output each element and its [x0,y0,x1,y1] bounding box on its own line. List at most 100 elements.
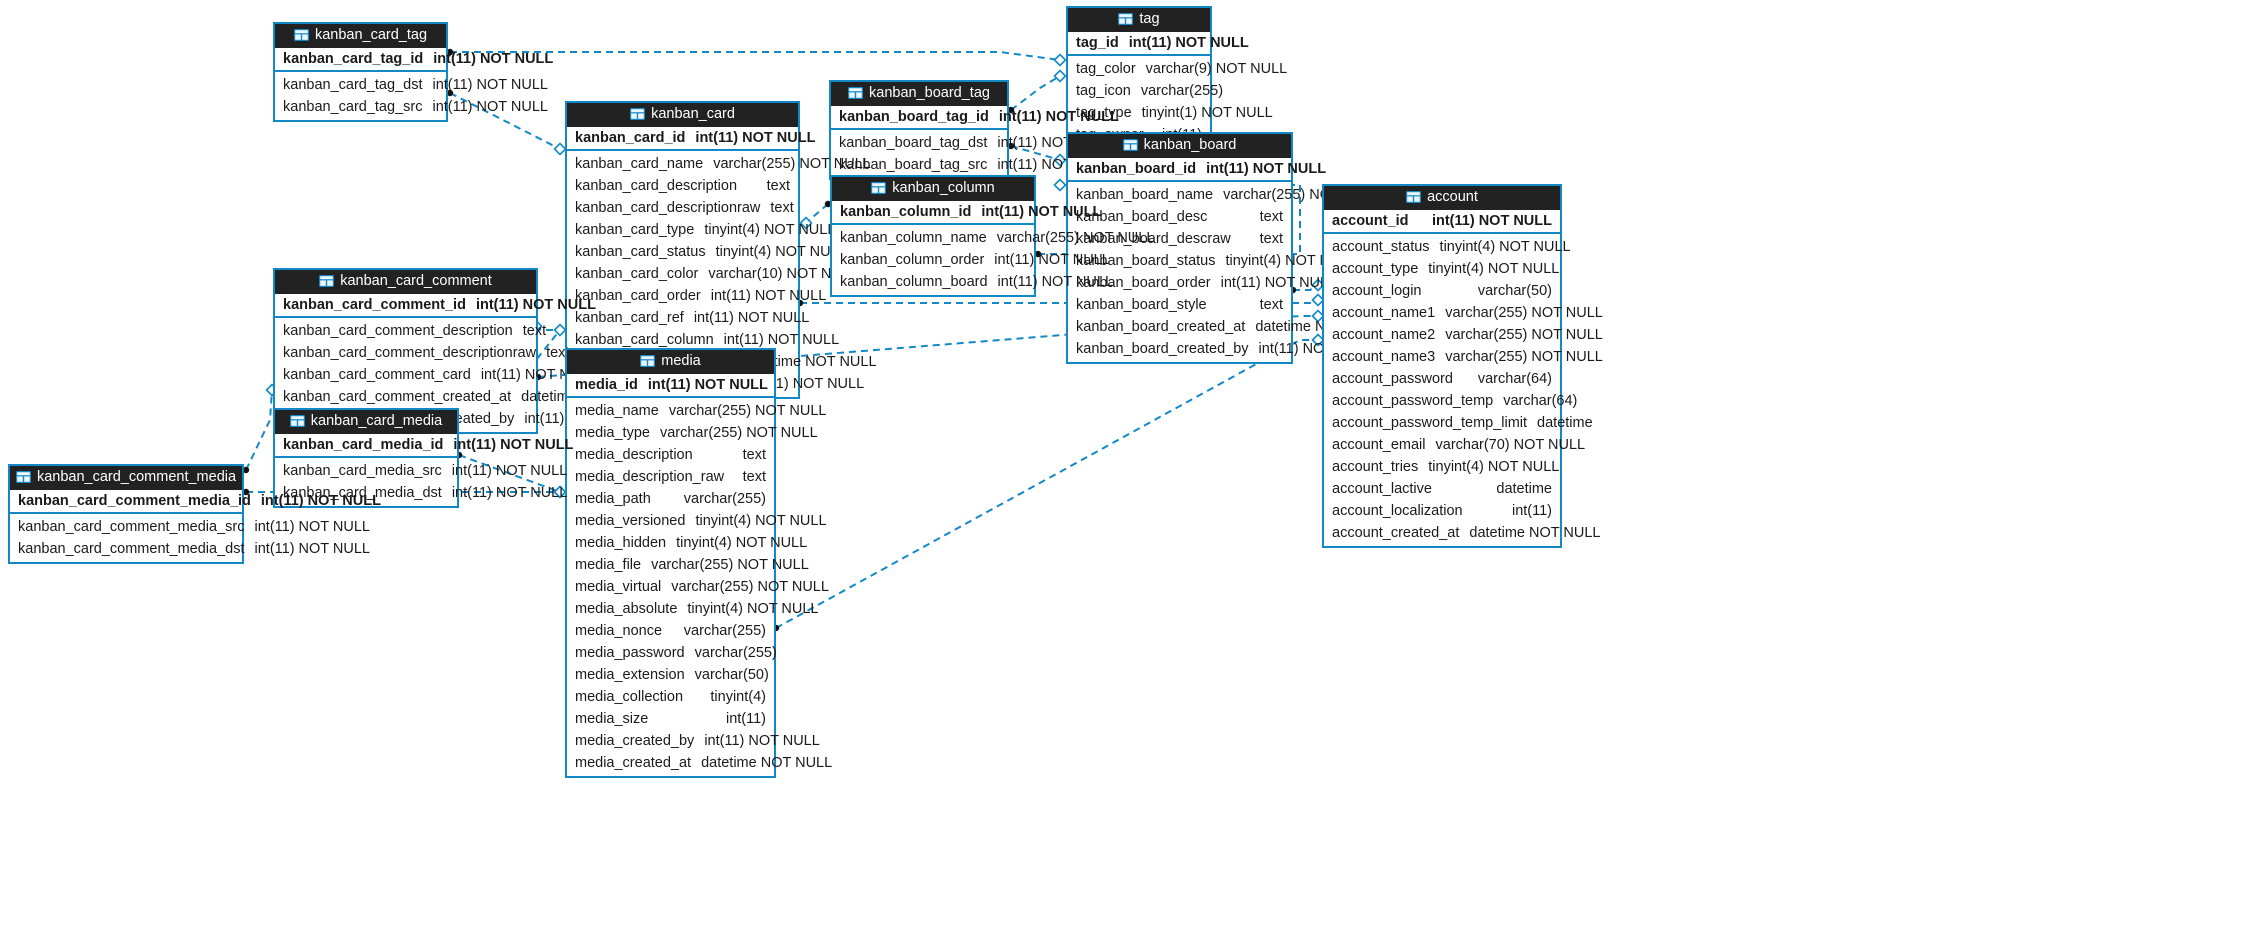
column-type: varchar(9) NOT NULL [1145,60,1288,77]
table-icon [1406,191,1422,204]
column-name: kanban_board_tag_dst [839,134,988,151]
column-name: kanban_board_name [1076,186,1214,203]
column-type: int(11) NOT NULL [1431,212,1552,229]
column-name: media_description [575,446,693,463]
column-type: int(11) NOT NULL [704,732,820,749]
column-type: varchar(64) [1503,392,1578,409]
relationship-line [245,389,273,471]
relationship-target-diamond [553,323,567,337]
column-type: text [742,446,766,463]
column-type: int(11) NOT NULL [997,273,1114,290]
column-type: int(11) NOT NULL [432,98,548,115]
column-name: media_id [575,376,638,393]
column-name: media_extension [575,666,685,683]
entity-header-media: media [567,350,774,374]
column-type: int(11) NOT NULL [981,203,1102,220]
column-name: account_name1 [1332,304,1436,321]
column-name: media_path [575,490,651,507]
column-name: account_created_at [1332,524,1460,541]
table-icon [1122,139,1138,152]
column-row[interactable]: media_description text [567,444,774,466]
